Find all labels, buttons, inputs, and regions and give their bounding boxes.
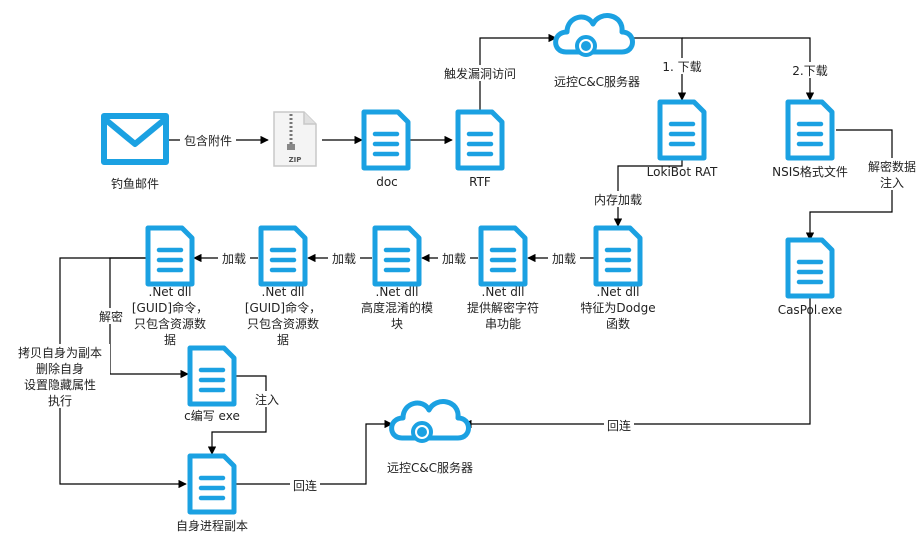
document-icon [148, 228, 192, 284]
node-nsis: NSIS格式文件 [772, 102, 848, 179]
node-label-2: 提供解密字符 [467, 300, 539, 315]
node-label-3: 只包含资源数 [134, 316, 206, 331]
edge-label-trigger-vuln: 触发漏洞访问 [444, 66, 516, 81]
node-caspol: CasPol.exe [778, 240, 843, 317]
side-note-line-4: 执行 [48, 394, 72, 408]
node-label-1: .Net dll [149, 285, 192, 299]
node-label-4: 据 [277, 333, 289, 347]
node-lokibot: LokiBot RAT [647, 102, 718, 179]
edge-label-load4: 加载 [222, 252, 246, 266]
document-icon [788, 102, 832, 158]
node-rtf: RTF [458, 112, 502, 189]
side-note-line-3: 设置隐藏属性 [24, 378, 96, 392]
node-cc-server-top: 远控C&C服务器 [554, 16, 640, 89]
edge-label-download1: 1. 下载 [662, 60, 701, 74]
node-self-copy: 自身进程副本 [176, 456, 248, 533]
node-label: LokiBot RAT [647, 165, 718, 179]
document-icon [375, 228, 419, 284]
node-dll-obfuscated: .Net dll 高度混淆的模 块 [361, 228, 433, 331]
node-label-2: 特征为Dodge [580, 300, 655, 315]
edge-label-inject-nsis: 注入 [880, 175, 904, 190]
edge-label-load2: 加载 [442, 252, 466, 266]
edge-label-decrypt-data: 解密数据 [868, 159, 916, 174]
node-label-3: 函数 [606, 316, 630, 331]
node-label-1: .Net dll [262, 285, 305, 299]
node-label: doc [376, 175, 398, 189]
side-note-line-1: 拷贝自身为副本 [18, 345, 102, 360]
zip-file-icon: ZIP [273, 111, 317, 167]
node-dll-guid-1: .Net dll [GUID]命令， 只包含资源数 据 [132, 228, 208, 347]
node-label: 钓鱼邮件 [111, 177, 159, 191]
document-icon [190, 456, 234, 512]
node-label-4: 据 [164, 333, 176, 347]
edge-label-load1: 加载 [552, 252, 576, 266]
edge-cexe-to-selfcopy [207, 375, 267, 455]
document-icon [596, 228, 640, 284]
node-label-3: 块 [391, 317, 403, 331]
edge-caspol-to-cc [463, 296, 811, 429]
document-icon [364, 112, 408, 168]
node-label-2: [GUID]命令， [245, 300, 321, 315]
node-phishing-mail: 钓鱼邮件 [101, 113, 169, 191]
edge-label-callback-self: 回连 [293, 478, 317, 493]
side-note-line-2: 删除自身 [36, 361, 84, 376]
node-dll-guid-2: .Net dll [GUID]命令， 只包含资源数 据 [245, 228, 321, 347]
node-label: 自身进程副本 [176, 518, 248, 533]
edge-label-decrypt: 解密 [99, 309, 123, 324]
edge-cc-to-nsis [682, 37, 815, 101]
node-label: 远控C&C服务器 [387, 460, 473, 475]
edge-rtf-to-cc [479, 33, 557, 112]
node-label-3: 只包含资源数 [247, 316, 319, 331]
node-label-1: .Net dll [482, 285, 525, 299]
node-label-3: 串功能 [485, 317, 521, 331]
node-label-2: 高度混淆的模 [361, 300, 433, 315]
envelope-icon [101, 113, 169, 165]
node-dll-dodge: .Net dll 特征为Dodge 函数 [580, 228, 656, 331]
node-label: c编写 exe [184, 408, 240, 423]
node-doc: doc [364, 112, 408, 189]
document-icon [458, 112, 502, 168]
document-icon [190, 348, 234, 404]
node-cc-server-bottom: 远控C&C服务器 [387, 402, 473, 475]
edge-label-download2: 2.下载 [792, 64, 827, 78]
edge-labels: 包含附件 触发漏洞访问 1. 下载 2.下载 解密数据 注入 内存加载 加载 加… [10, 58, 920, 493]
edge-label-load3: 加载 [332, 252, 356, 266]
edge-label-callback-caspol: 回连 [607, 418, 631, 433]
node-label-1: .Net dll [376, 285, 419, 299]
node-label-1: .Net dll [597, 285, 640, 299]
cloud-icon [556, 16, 633, 55]
edge-selfcopy-to-cc [236, 419, 393, 485]
node-label: NSIS格式文件 [772, 164, 848, 179]
node-zip: ZIP [273, 111, 317, 167]
node-c-exe: c编写 exe [184, 348, 240, 423]
edge-label-contains-attachment: 包含附件 [184, 133, 232, 148]
node-label: RTF [469, 175, 491, 189]
node-label-2: [GUID]命令， [132, 300, 208, 315]
zip-badge: ZIP [289, 156, 302, 164]
document-icon [660, 102, 704, 158]
document-icon [481, 228, 525, 284]
document-icon [261, 228, 305, 284]
edge-label-mem-load: 内存加载 [594, 193, 642, 207]
cloud-icon [392, 402, 469, 441]
node-label: CasPol.exe [778, 303, 843, 317]
node-label: 远控C&C服务器 [554, 74, 640, 89]
document-icon [788, 240, 832, 296]
edge-nsis-to-caspol [805, 129, 893, 241]
edge-label-inject: 注入 [255, 392, 279, 407]
node-dll-decrypt: .Net dll 提供解密字符 串功能 [467, 228, 539, 331]
